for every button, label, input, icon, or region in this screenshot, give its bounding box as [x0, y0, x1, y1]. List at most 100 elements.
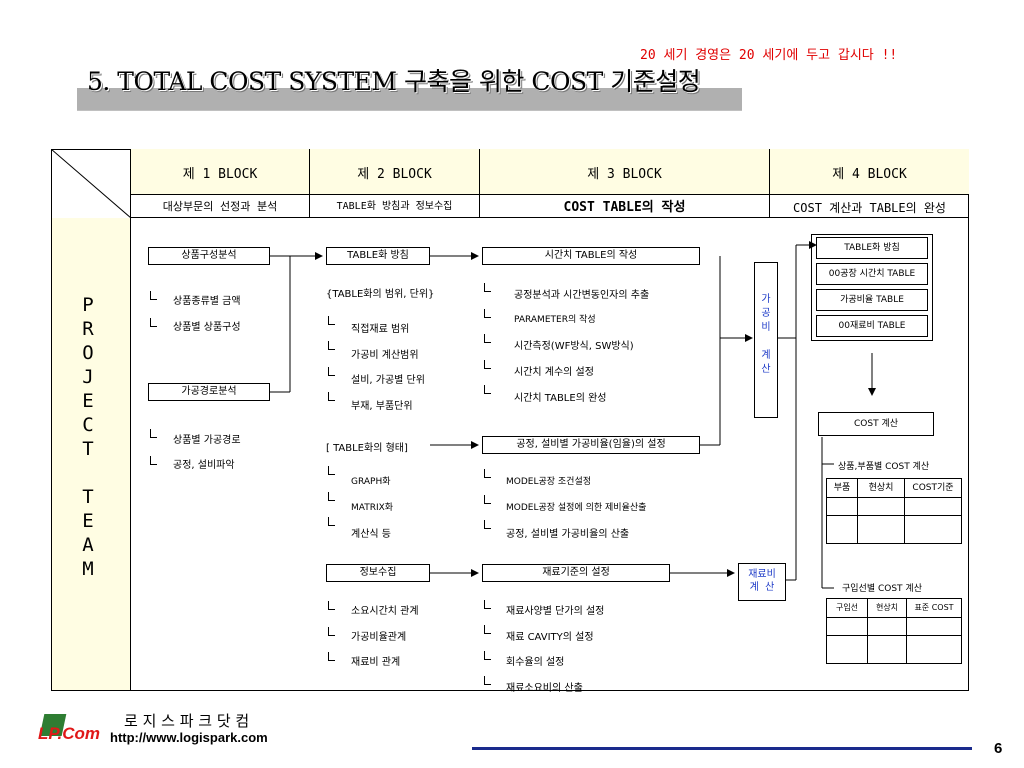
col3-item: PARAMETER의 작성 — [514, 315, 596, 325]
supplier-cost-table-body — [827, 618, 961, 664]
product-cost-calc-label: 상품,부품별 COST 계산 — [838, 462, 930, 472]
project-team-letter: M — [82, 558, 94, 580]
page-number: 6 — [994, 740, 1003, 757]
title-underline-bar — [77, 88, 742, 110]
table-header-cell: 현상치 — [858, 479, 905, 497]
table-header-cell: 현상치 — [868, 599, 907, 617]
table-row-divider — [827, 515, 961, 516]
col2-item: 부재, 부품단위 — [351, 401, 413, 412]
bracket-mark — [484, 495, 491, 504]
col2-item: MATRIX화 — [351, 503, 394, 513]
processing-rate-setting-box: 공정, 설비별 가공비율(임율)의 설정 — [482, 436, 700, 454]
bracket-mark — [328, 652, 335, 661]
table-body-cell — [827, 498, 858, 544]
company-url[interactable]: http://www.logispark.com — [110, 730, 268, 745]
col3-item: 재료 CAVITY의 설정 — [506, 632, 594, 643]
table-body-cell — [868, 618, 907, 664]
table-row-divider — [827, 635, 961, 636]
bracket-mark — [484, 283, 491, 292]
vchar: 산 — [761, 364, 771, 375]
col3-item: 재료소요비의 산출 — [506, 683, 583, 694]
footer-rule — [472, 747, 972, 750]
corner-cell — [51, 149, 131, 218]
block-4-name: 제 4 BLOCK — [770, 149, 969, 194]
bracket-mark — [484, 360, 491, 369]
project-team-letter: A — [82, 534, 94, 556]
project-team-letter: P — [82, 294, 94, 316]
table-body-cell — [907, 618, 961, 664]
col1-item: 상품종류별 금액 — [173, 296, 241, 307]
bracket-mark — [484, 385, 491, 394]
title-underline-line — [77, 110, 742, 111]
col2-item: 가공비 계산범위 — [351, 350, 419, 361]
col2-item: 재료비 관계 — [351, 657, 401, 668]
col2-item: 소요시간치 관계 — [351, 606, 419, 617]
bracket-mark — [150, 456, 157, 465]
bracket-mark — [150, 291, 157, 300]
project-team-letter: O — [82, 342, 94, 364]
vchar-spacer — [755, 335, 777, 349]
col2-item: 직접재료 범위 — [351, 324, 410, 335]
company-logo: LP.Com — [38, 712, 100, 746]
header-row-divider — [131, 194, 969, 195]
block-3-desc: COST TABLE의 작성 — [480, 195, 770, 218]
vchar: 계 — [761, 350, 771, 361]
bracket-mark — [484, 469, 491, 478]
bracket-mark — [328, 517, 335, 526]
info-collection-box: 정보수집 — [326, 564, 430, 582]
table-policy-header-box: TABLE화 방침 — [816, 237, 928, 259]
bracket-mark — [484, 600, 491, 609]
bracket-mark — [484, 520, 491, 529]
product-cost-table-header: 부품 현상치 COST기준 — [827, 479, 961, 498]
col3-item: 재료사양별 단가의 설정 — [506, 606, 605, 617]
time-table-box: 00공장 시간치 TABLE — [816, 263, 928, 285]
block-2-name: 제 2 BLOCK — [310, 149, 480, 194]
table-policy-box: TABLE화 방침 — [326, 247, 430, 265]
bracket-mark — [328, 492, 335, 501]
table-body-cell — [905, 498, 961, 544]
company-name: 로 지 스 파 크 닷 컴 — [124, 712, 250, 730]
table-header-cell: COST기준 — [912, 483, 954, 493]
project-team-letter: T — [82, 438, 94, 460]
col3-item: 회수율의 설정 — [506, 657, 565, 668]
col3-item: 시간치 TABLE의 완성 — [514, 393, 607, 404]
bracket-mark — [328, 466, 335, 475]
bracket-mark — [484, 309, 491, 318]
vchar: 비 — [761, 322, 771, 333]
logo-text: LP.Com — [38, 724, 101, 743]
col3-item: 시간치 계수의 설정 — [514, 367, 594, 378]
header-row — [131, 149, 969, 218]
motto-text: 20 세기 경영은 20 세기에 두고 갑시다 !! — [640, 48, 898, 63]
project-team-letter: R — [82, 318, 94, 340]
block-1-desc: 대상부문의 선정과 분석 — [131, 195, 310, 218]
table-header-cell: 구입선 — [827, 599, 868, 617]
table-header-cell: 표준 COST — [914, 603, 954, 612]
block-4-desc: COST 계산과 TABLE의 완성 — [793, 201, 946, 215]
supplier-cost-table: 구입선 현상치 표준 COST — [826, 598, 962, 664]
col1-item: 상품별 가공경로 — [173, 435, 241, 446]
processing-route-analysis-box: 가공경로분석 — [148, 383, 270, 401]
col2-subheading: [ TABLE화의 형태] — [326, 443, 408, 454]
col3-item: MODEL공장 설정에 의한 제비율산출 — [506, 503, 647, 513]
project-team-letter: E — [82, 390, 94, 412]
table-header-cell: 부품 — [827, 479, 858, 497]
product-composition-analysis-box: 상품구성분석 — [148, 247, 270, 265]
vchar: 공 — [761, 308, 771, 319]
bracket-mark — [150, 429, 157, 438]
bracket-mark — [328, 627, 335, 636]
col2-subheading: {TABLE화의 범위, 단위} — [326, 289, 435, 300]
block-3-name: 제 3 BLOCK — [480, 149, 770, 194]
col3-item: 공정, 설비별 가공비율의 산출 — [506, 529, 630, 540]
bracket-mark — [328, 601, 335, 610]
supplier-cost-calc-label: 구입선별 COST 계산 — [842, 584, 922, 594]
bracket-mark — [328, 367, 335, 376]
table-group-frame — [811, 234, 933, 341]
col2-item: 설비, 가공별 단위 — [351, 375, 425, 386]
diagonal-line — [51, 149, 131, 218]
table-body-cell — [827, 618, 868, 664]
bracket-mark — [150, 318, 157, 327]
processing-cost-calc-box: 가 공 비 계 산 — [754, 262, 778, 418]
bracket-mark — [484, 625, 491, 634]
bracket-mark — [484, 334, 491, 343]
